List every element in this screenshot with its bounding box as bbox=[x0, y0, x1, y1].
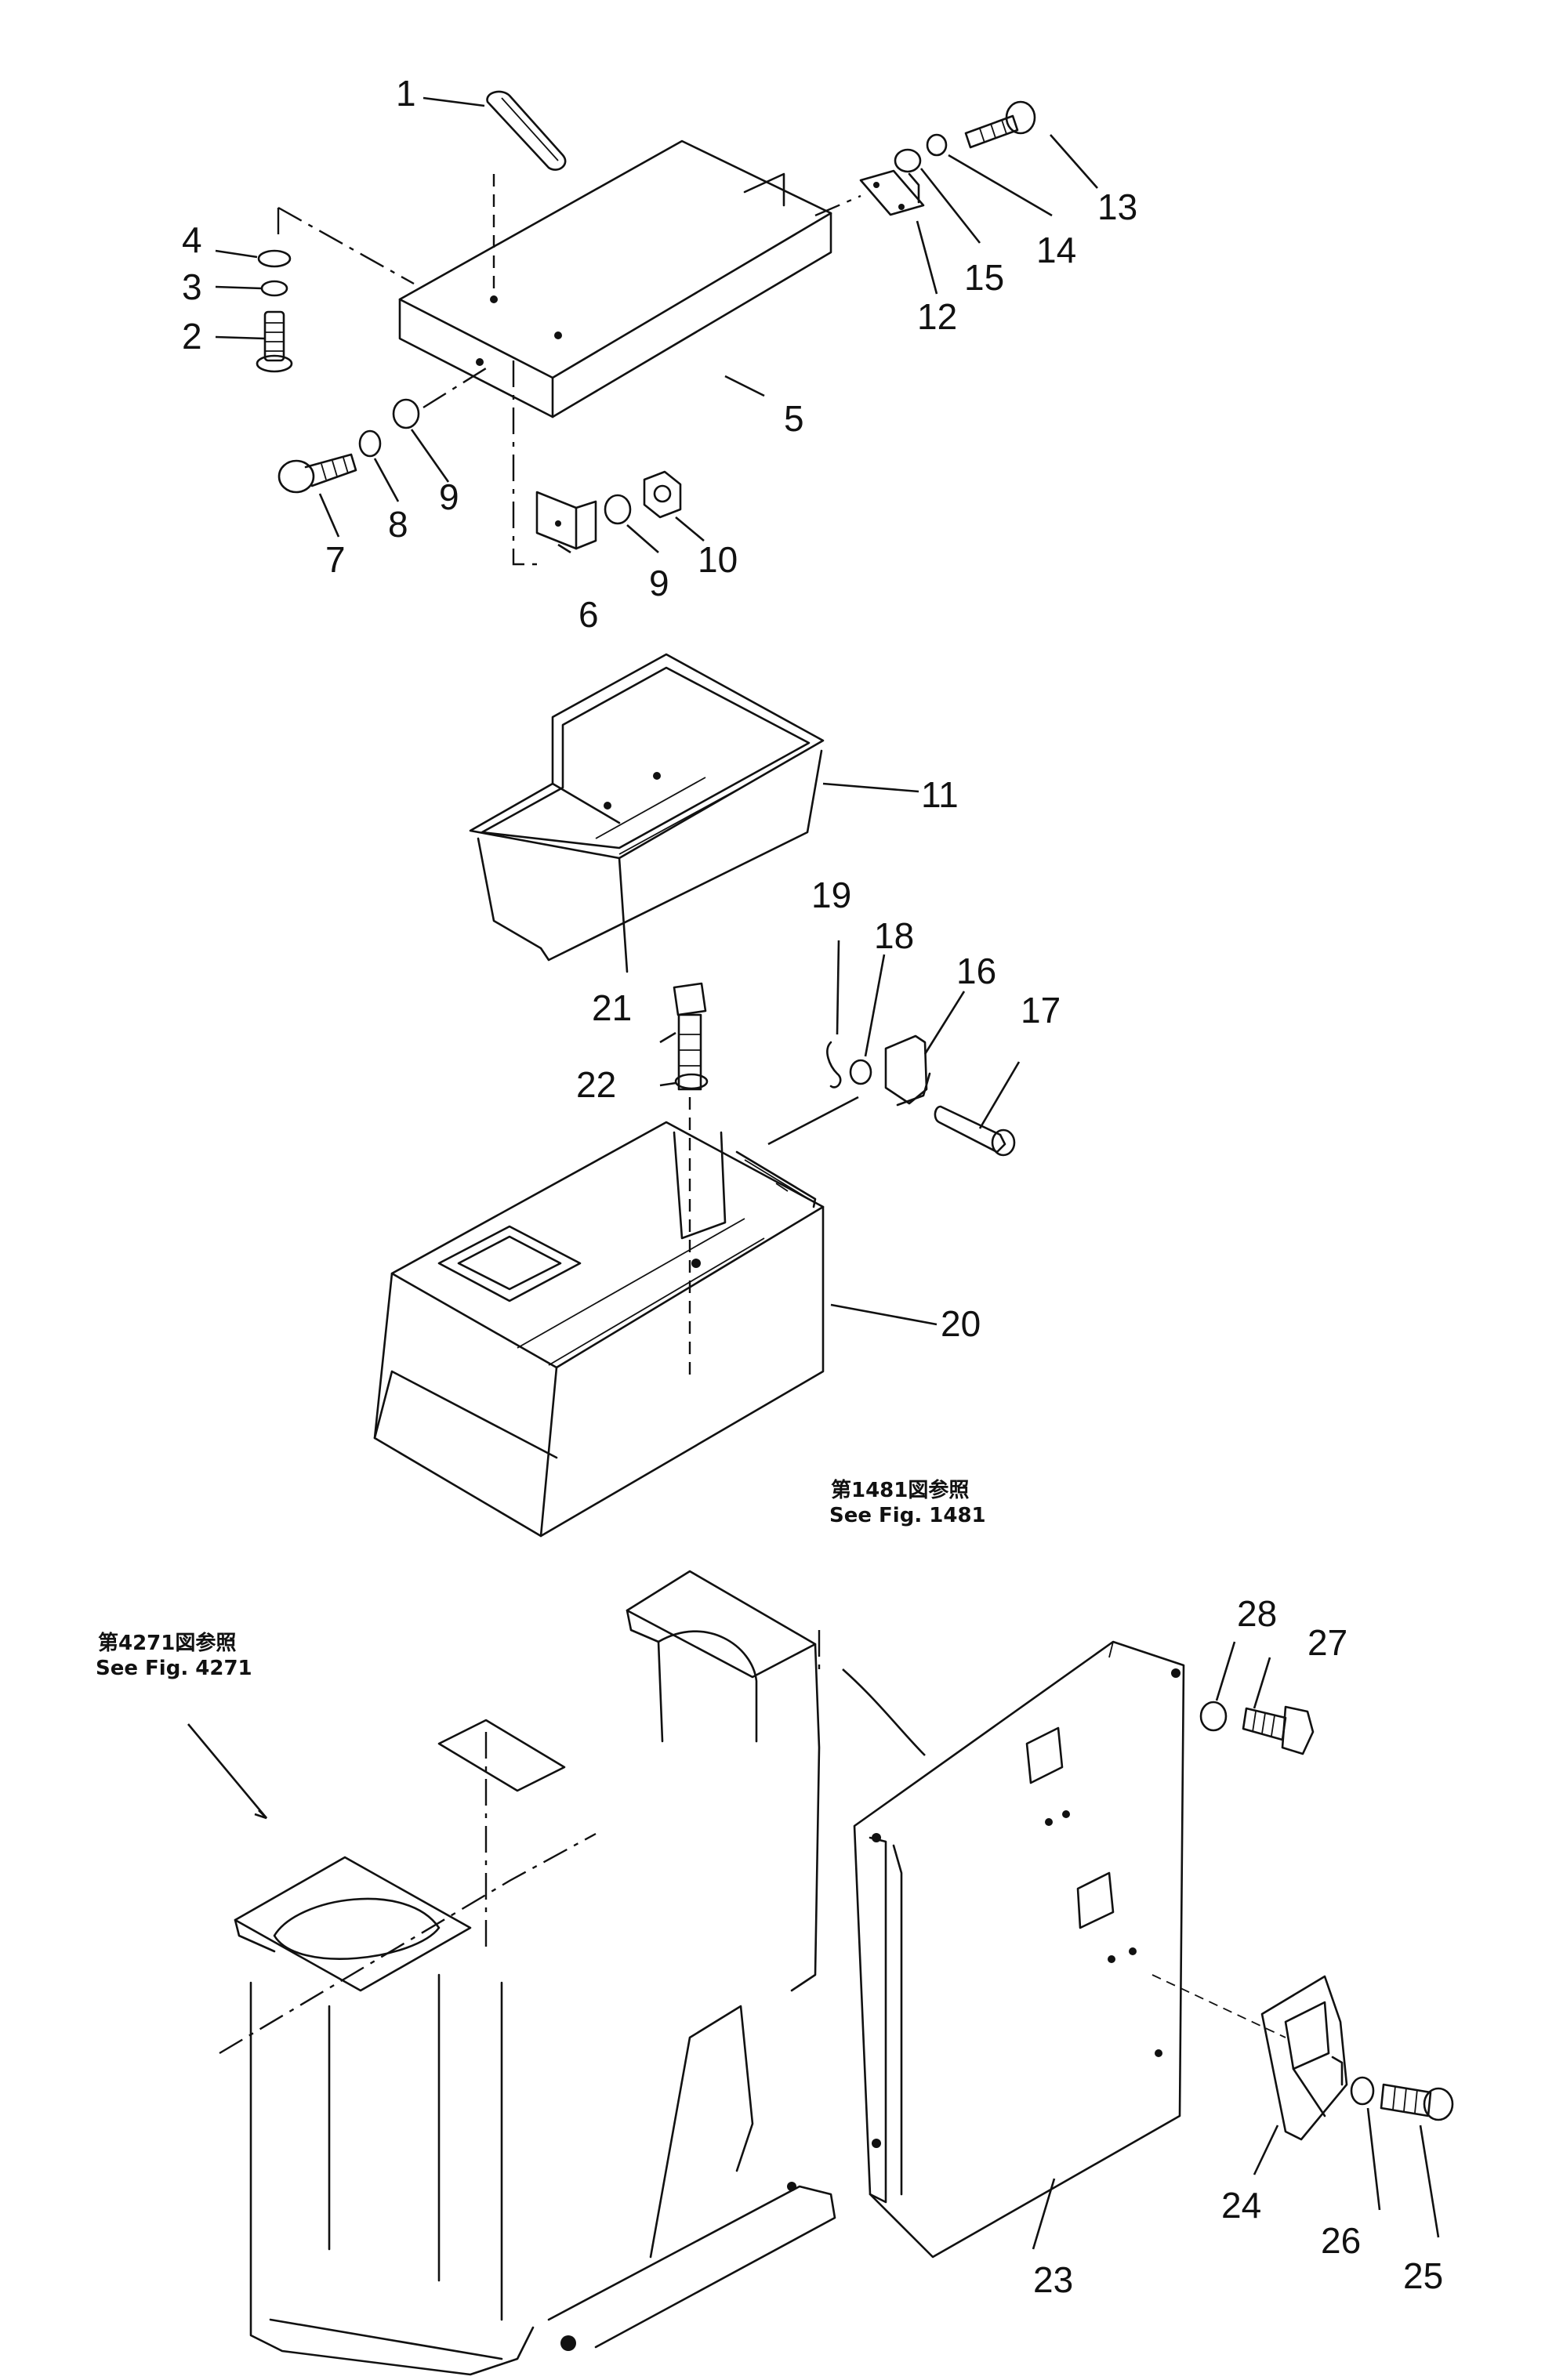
hinge-part-12 bbox=[814, 100, 1036, 217]
callout-27: 27 bbox=[1307, 1622, 1347, 1663]
frame-assembly bbox=[219, 1570, 926, 2376]
fasteners-2-3-4 bbox=[256, 206, 415, 373]
callout-21: 21 bbox=[592, 987, 632, 1028]
ref-left-jp: 第4271図参照 bbox=[98, 1631, 236, 1655]
callout-5: 5 bbox=[784, 398, 804, 439]
callout-6: 6 bbox=[578, 594, 599, 635]
ref-top-jp: 第1481図参照 bbox=[831, 1478, 969, 1502]
callout-2: 2 bbox=[182, 316, 202, 357]
bracket-part-6 bbox=[512, 360, 682, 566]
leader-lines bbox=[187, 96, 1440, 2250]
lid-part-5 bbox=[398, 139, 832, 418]
latch-parts-16-19 bbox=[767, 1034, 1016, 1157]
callout-8: 8 bbox=[388, 504, 408, 545]
handle-part-1 bbox=[486, 90, 567, 298]
callout-9a: 9 bbox=[439, 476, 459, 517]
callout-1: 1 bbox=[396, 73, 416, 114]
callout-3: 3 bbox=[182, 266, 202, 307]
panel-part-23 bbox=[853, 1640, 1185, 2259]
callout-20: 20 bbox=[941, 1303, 981, 1344]
callout-9b: 9 bbox=[649, 563, 669, 603]
callout-16: 16 bbox=[956, 951, 996, 991]
box-part-20 bbox=[373, 1121, 825, 1538]
callout-24: 24 bbox=[1221, 2185, 1261, 2226]
ref-top-en: See Fig. 1481 bbox=[829, 1504, 986, 1527]
callout-22: 22 bbox=[576, 1064, 616, 1105]
callout-labels: 1 2 3 4 5 6 7 8 9 9 10 11 12 13 14 15 16… bbox=[182, 73, 1443, 2300]
callout-13: 13 bbox=[1097, 187, 1137, 227]
callout-19: 19 bbox=[811, 875, 851, 915]
bolt-part-21 bbox=[673, 982, 709, 1379]
callout-17: 17 bbox=[1021, 990, 1061, 1031]
callout-18: 18 bbox=[874, 915, 914, 956]
callout-28: 28 bbox=[1237, 1593, 1277, 1634]
tray-part-11 bbox=[469, 653, 825, 973]
callout-4: 4 bbox=[182, 219, 202, 260]
callout-15: 15 bbox=[964, 257, 1004, 298]
callout-23: 23 bbox=[1033, 2259, 1073, 2300]
callout-14: 14 bbox=[1036, 230, 1076, 270]
callout-25: 25 bbox=[1403, 2255, 1443, 2296]
bolt-part-27 bbox=[1199, 1701, 1315, 1755]
figure-references: 第1481図参照 See Fig. 1481 第4271図参照 See Fig.… bbox=[96, 1478, 986, 1680]
ref-left-en: See Fig. 4271 bbox=[96, 1657, 252, 1680]
callout-11: 11 bbox=[921, 774, 959, 815]
callout-10: 10 bbox=[698, 539, 738, 580]
latch-part-24 bbox=[1151, 1974, 1454, 2141]
callout-7: 7 bbox=[325, 539, 346, 580]
fasteners-7-8-9 bbox=[277, 367, 487, 494]
callout-26: 26 bbox=[1321, 2220, 1361, 2261]
callout-12: 12 bbox=[917, 296, 957, 337]
